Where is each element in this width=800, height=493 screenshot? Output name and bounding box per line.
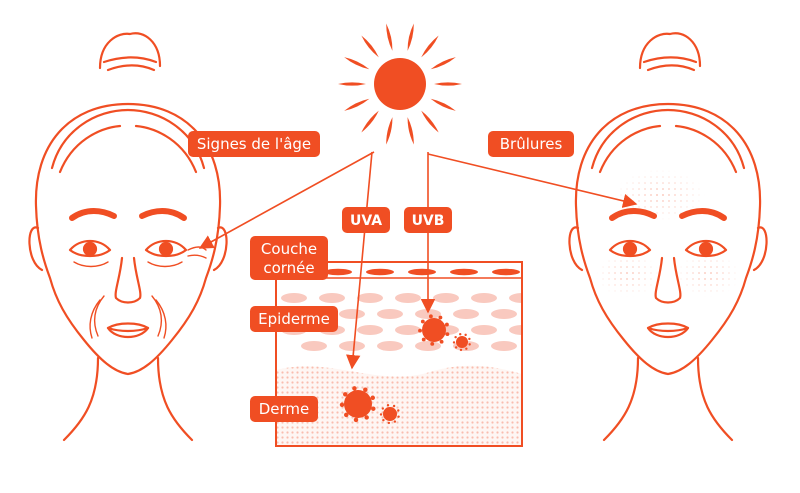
left-hair-bun <box>98 32 162 70</box>
arrow-uva <box>346 151 373 370</box>
sun-ray <box>421 35 439 58</box>
arrow-aging <box>198 151 375 249</box>
sun-ray <box>386 23 393 51</box>
corneum-cell <box>366 268 394 276</box>
epidermis-cell <box>509 325 522 335</box>
corneum-cell <box>492 268 520 276</box>
epidermis-cell <box>301 341 327 351</box>
epidermis-cell <box>339 309 365 319</box>
label-stratum-corneum: Couche cornée <box>250 236 328 280</box>
sun-icon <box>338 23 462 145</box>
label-uvb-text: UVB <box>412 213 445 229</box>
corneum-cell <box>450 268 478 276</box>
left-eyebrow-right <box>139 208 187 221</box>
sun-ray <box>361 35 379 58</box>
corneum-cell <box>408 268 436 276</box>
sun-ray <box>430 57 456 70</box>
label-uva-text: UVA <box>350 213 382 229</box>
epidermis-cell <box>395 325 421 335</box>
label-uvb: UVB <box>404 207 452 233</box>
sun-ray <box>421 110 439 133</box>
epidermis-cell <box>529 309 555 319</box>
label-dermis-text: Derme <box>259 400 310 418</box>
epidermis-cell <box>395 293 421 303</box>
skin-box <box>275 261 523 447</box>
epidermis-cell <box>471 325 497 335</box>
epidermis-cell <box>357 325 383 335</box>
label-aging-text: Signes de l'âge <box>197 135 311 153</box>
label-stratum-line1: Couche <box>261 240 317 258</box>
sun-ray <box>386 117 393 145</box>
sun-ray <box>430 98 456 111</box>
sun-ray <box>344 98 370 111</box>
left-eyebrow-left <box>69 208 117 221</box>
label-epidermis-text: Epiderme <box>258 310 330 328</box>
label-uva: UVA <box>342 207 390 233</box>
uvb-damage-small <box>452 332 471 352</box>
sun-ray <box>407 23 414 51</box>
arrow-burns <box>427 153 638 208</box>
epidermis-cell <box>377 341 403 351</box>
label-burns-text: Brûlures <box>500 135 563 153</box>
sun-ray <box>361 110 379 133</box>
sun-ray <box>338 82 366 86</box>
right-head-outline <box>574 102 762 376</box>
sun-ray <box>344 57 370 70</box>
epidermis-cell <box>377 309 403 319</box>
epidermis-cell <box>415 341 441 351</box>
label-epidermis: Epiderme <box>250 306 338 332</box>
uva-damage-small <box>379 404 400 425</box>
epidermis-cell <box>529 341 555 351</box>
sun-ray <box>434 82 462 86</box>
left-face <box>28 32 228 442</box>
epidermis-cell <box>509 293 522 303</box>
uva-damage-large <box>339 386 376 423</box>
epidermis-cell <box>319 293 345 303</box>
epidermis-cell <box>281 293 307 303</box>
uvb-damage-large <box>418 314 450 346</box>
epidermis-cell <box>433 293 459 303</box>
skin-cross-section <box>276 262 555 446</box>
epidermis-cell <box>471 293 497 303</box>
label-stratum-line2: cornée <box>263 259 314 277</box>
epidermis-cell <box>357 293 383 303</box>
left-head-outline <box>34 102 222 376</box>
label-aging: Signes de l'âge <box>188 131 320 157</box>
epidermis-cell <box>491 341 517 351</box>
epidermis-cell <box>339 341 365 351</box>
corneum-cell <box>324 268 352 276</box>
sun-ray <box>407 117 414 145</box>
right-face <box>568 32 768 442</box>
label-burns: Brûlures <box>488 131 574 157</box>
epidermis-cell <box>453 309 479 319</box>
label-dermis: Derme <box>250 396 318 422</box>
epidermis-cell <box>491 309 517 319</box>
